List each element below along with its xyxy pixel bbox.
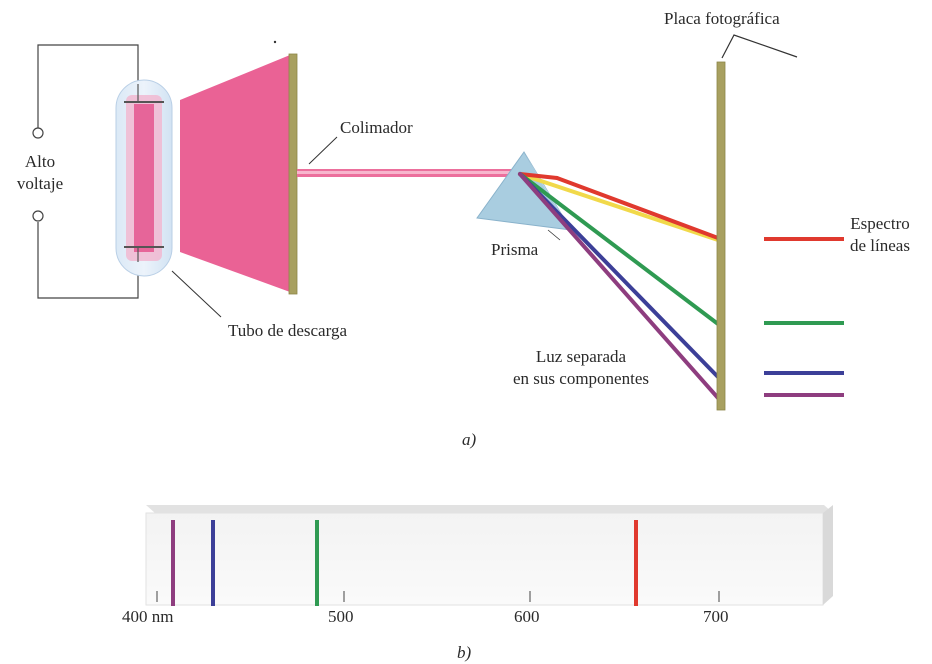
- spectrum-line-red: [764, 237, 844, 241]
- spectrum-bar-lines: [171, 520, 638, 606]
- tubo-leader: [171, 270, 222, 318]
- bar-line-green: [315, 520, 319, 606]
- prism-leader: [547, 229, 561, 241]
- panel-a-label: a): [462, 430, 477, 449]
- colimador-label: Colimador: [340, 118, 413, 137]
- bar-line-purple: [171, 520, 175, 606]
- ray-yellow: [518, 172, 720, 242]
- stray-dot: [273, 40, 277, 44]
- collimator-plate: [288, 53, 298, 295]
- alto-label: Alto: [24, 152, 56, 171]
- ray-green: [518, 172, 720, 326]
- tick-label-400: 400 nm: [122, 607, 174, 626]
- terminal-top: [32, 127, 44, 139]
- voltaje-label: voltaje: [16, 174, 64, 193]
- discharge-tube: [115, 79, 173, 277]
- light-beam-highlight: [297, 171, 519, 174]
- line-spectrum: [764, 237, 844, 397]
- tick-label-500: 500: [328, 607, 354, 626]
- spectrum-line-blue: [764, 371, 844, 375]
- spectrum-bar: [145, 505, 833, 606]
- bar-line-red: [634, 520, 638, 606]
- ray-red-b: [555, 176, 720, 240]
- circuit-wire-top: [37, 44, 139, 129]
- dispersed-rays: [518, 172, 720, 400]
- luz-label-2: en sus componentes: [513, 369, 649, 388]
- ray-blue: [518, 172, 720, 379]
- wavelength-ticks: [156, 591, 720, 602]
- tubo-label: Tubo de descarga: [228, 321, 347, 340]
- photographic-plate: [716, 61, 726, 411]
- prisma-label: Prisma: [491, 240, 539, 259]
- prism: [476, 151, 572, 231]
- light-cone: [180, 55, 290, 292]
- espectro-label-1: Espectro: [850, 214, 910, 233]
- ray-red-a: [518, 172, 559, 180]
- tick-label-600: 600: [514, 607, 540, 626]
- tick-label-700: 700: [703, 607, 729, 626]
- spectrum-line-purple: [764, 393, 844, 397]
- placa-label: Placa fotográfica: [664, 9, 780, 28]
- colimador-leader: [308, 136, 338, 165]
- terminal-bottom: [32, 210, 44, 222]
- panel-b-label: b): [457, 643, 472, 662]
- spectrum-line-green: [764, 321, 844, 325]
- bar-line-blue: [211, 520, 215, 606]
- ray-purple: [518, 172, 720, 400]
- plate-pointer: [721, 34, 798, 59]
- luz-label-1: Luz separada: [535, 347, 627, 366]
- espectro-label-2: de líneas: [850, 236, 910, 255]
